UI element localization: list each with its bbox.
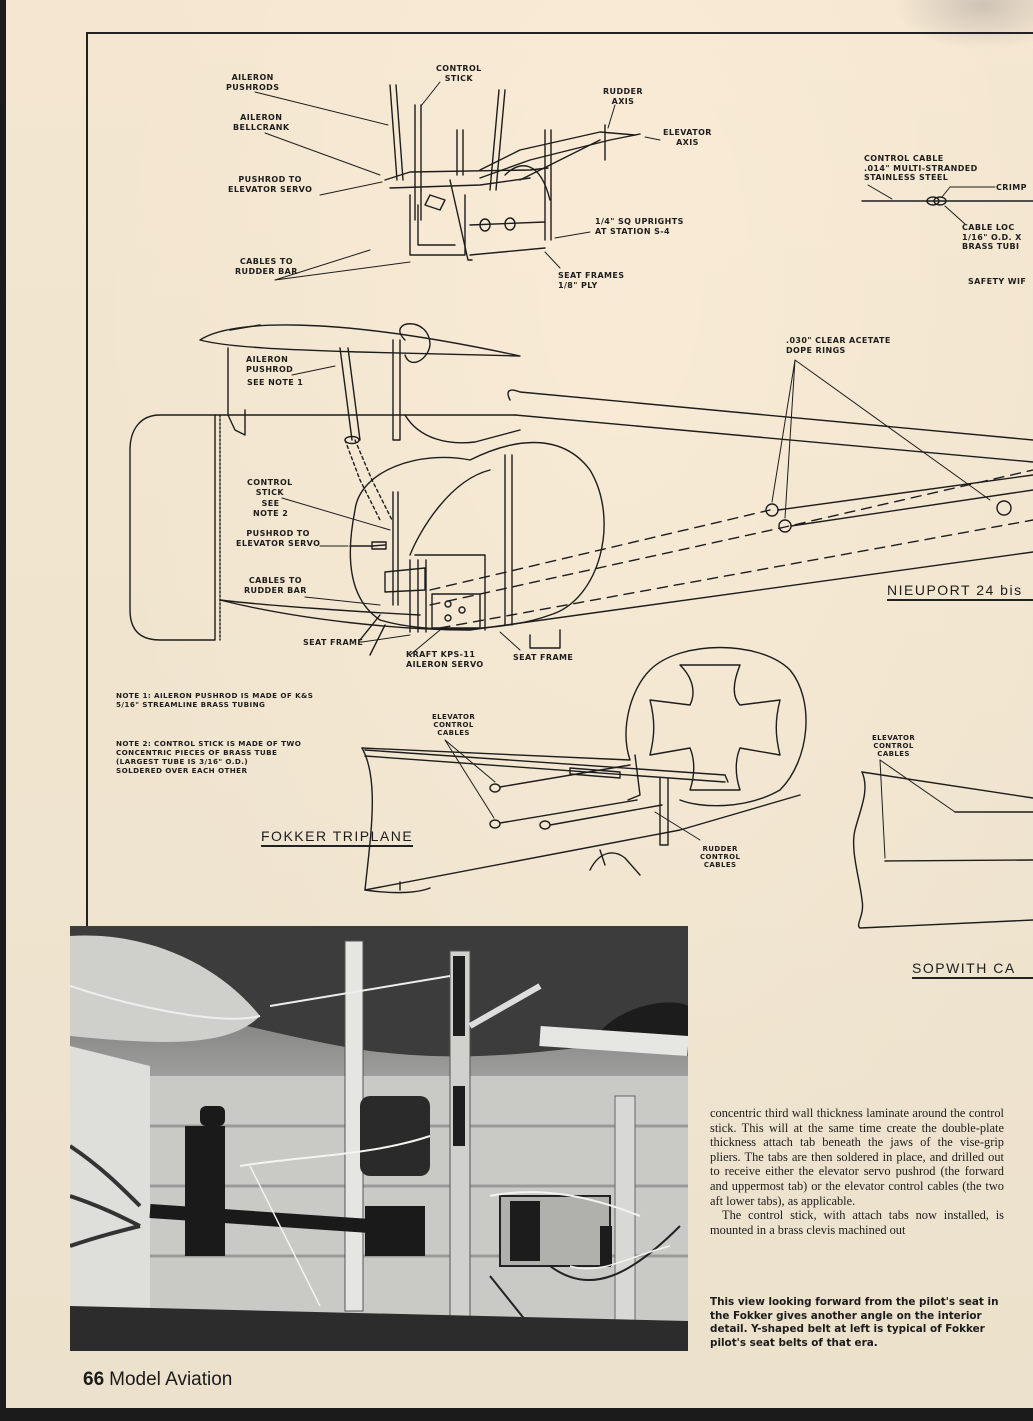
- label-pushrod-elevator-servo-iso: PUSHROD TO ELEVATOR SERVO: [228, 175, 313, 194]
- cockpit-interior-photo: [70, 926, 688, 1351]
- article-body: concentric third wall thickness laminate…: [710, 1106, 1004, 1237]
- label-seat-frame-left: SEAT FRAME: [303, 638, 364, 647]
- label-seat-frames: SEAT FRAMES 1/8" PLY: [558, 271, 625, 290]
- title-fokker-triplane: FOKKER TRIPLANE: [261, 828, 414, 847]
- label-fokker-elevator-cables: ELEVATOR CONTROL CABLES: [432, 713, 476, 737]
- label-aileron-pushrod: AILERON PUSHROD: [246, 355, 294, 374]
- article-paragraph-1: concentric third wall thickness laminate…: [710, 1106, 1004, 1208]
- iso-leader-lines: [254, 81, 661, 281]
- label-pushrod-elevator-servo-side: PUSHROD TO ELEVATOR SERVO: [236, 529, 321, 548]
- photo-illustration: [70, 926, 688, 1351]
- photo-caption: This view looking forward from the pilot…: [710, 1296, 999, 1349]
- iso-control-assembly: [384, 84, 641, 261]
- label-cables-rudder-bar-iso: CABLES TO RUDDER BAR: [235, 257, 298, 276]
- label-sopwith-elevator-cables: ELEVATOR CONTROL CABLES: [872, 734, 916, 758]
- cable-detail: [861, 184, 1033, 225]
- publication-name: Model Aviation: [109, 1369, 233, 1390]
- label-rudder-axis: RUDDER AXIS: [603, 87, 643, 106]
- label-control-stick-side: CONTROL STICK: [247, 478, 293, 497]
- label-cables-rudder-bar-side: CABLES TO RUDDER BAR: [244, 576, 307, 595]
- label-see-note-1: SEE NOTE 1: [247, 378, 304, 387]
- fokker-side-view: [129, 323, 1033, 656]
- title-nieuport: NIEUPORT 24 bis: [887, 582, 1033, 601]
- label-crimp: CRIMP: [996, 183, 1027, 192]
- label-aileron-bellcrank: AILERON BELLCRANK: [233, 113, 290, 132]
- sopwith-leader-lines: [879, 759, 956, 859]
- label-fokker-rudder-cables: RUDDER CONTROL CABLES: [700, 845, 741, 869]
- label-see-note-2: SEE NOTE 2: [253, 499, 289, 518]
- label-aileron-pushrods: AILERON PUSHRODS: [226, 73, 280, 92]
- drawing-frame: [86, 32, 1033, 1104]
- label-cable-lock: CABLE LOC 1/16" O.D. X BRASS TUBI: [962, 223, 1022, 251]
- scan-edge-bottom: [0, 1408, 1033, 1421]
- fokker-tail: [361, 646, 807, 894]
- label-uprights: 1/4" SQ UPRIGHTS AT STATION S-4: [595, 217, 684, 236]
- label-control-cable: CONTROL CABLE .014" MULTI-STRANDED STAIN…: [864, 154, 978, 182]
- scan-edge-left: [0, 0, 6, 1421]
- label-elevator-axis: ELEVATOR AXIS: [663, 128, 712, 147]
- side-view-leader-lines: [281, 359, 991, 656]
- label-kraft-servo: KRAFT KPS-11 AILERON SERVO: [406, 650, 484, 669]
- note-2: NOTE 2: CONTROL STICK IS MADE OF TWO CON…: [116, 739, 302, 775]
- sopwith-tail: [852, 771, 1033, 929]
- fokker-tail-leader-lines: [444, 739, 701, 841]
- label-safety-wire: SAFETY WIF: [968, 277, 1027, 286]
- label-acetate-rings: .030" CLEAR ACETATE DOPE RINGS: [786, 336, 891, 355]
- page-number: 66: [83, 1369, 105, 1390]
- title-sopwith: SOPWITH CA: [912, 960, 1033, 979]
- label-control-stick: CONTROL STICK: [436, 64, 482, 83]
- label-seat-frame-right: SEAT FRAME: [513, 653, 574, 662]
- article-paragraph-2: The control stick, with attach tabs now …: [710, 1208, 1004, 1237]
- note-1: NOTE 1: AILERON PUSHROD IS MADE OF K&S 5…: [116, 691, 314, 709]
